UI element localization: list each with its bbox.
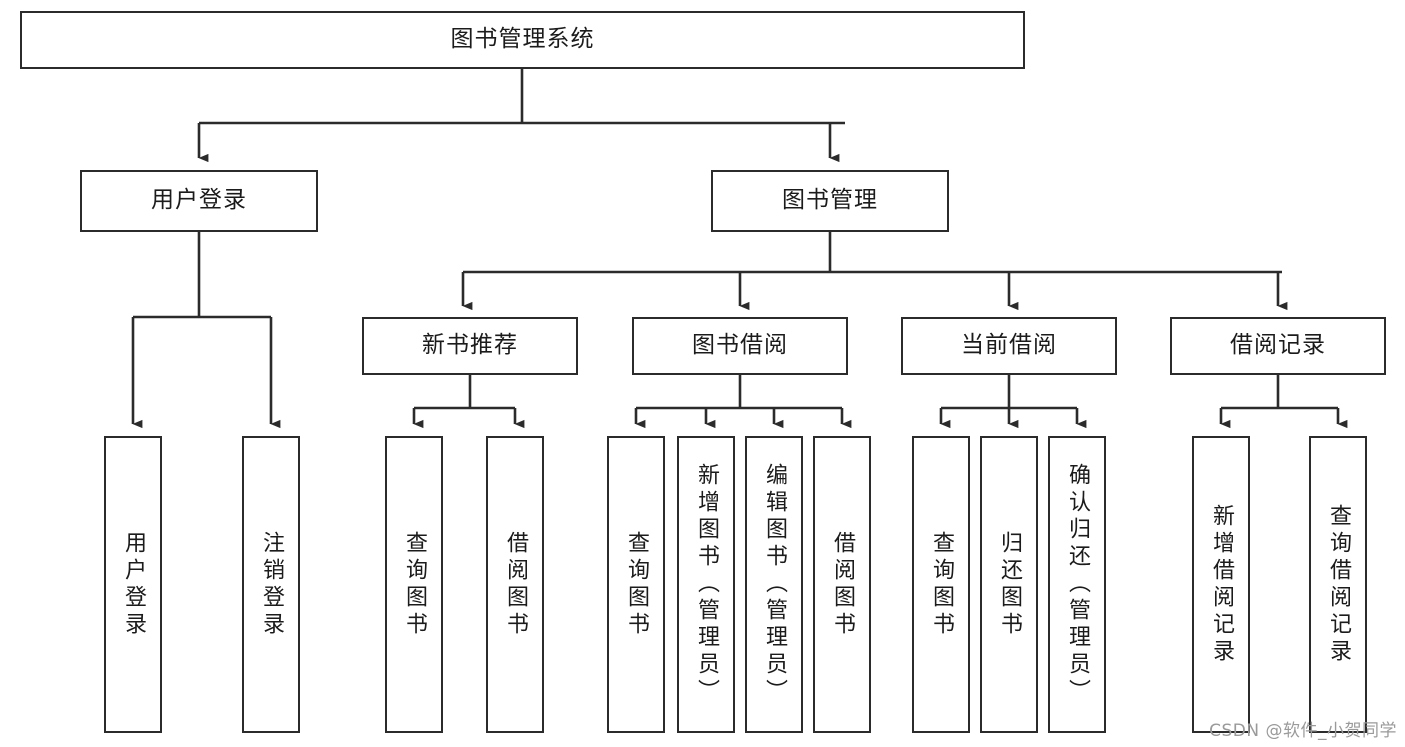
leaf-add-borrow-record[interactable]: 新增借阅记录 [1192, 436, 1250, 733]
leaf-return-book[interactable]: 归还图书 [980, 436, 1038, 733]
leaf-query-book-2[interactable]: 查询图书 [607, 436, 665, 733]
node-label: 查询图书 [623, 530, 649, 639]
node-label: 新增图书（管理员） [693, 463, 719, 706]
node-new-book-recommend[interactable]: 新书推荐 [362, 317, 578, 375]
node-book-management[interactable]: 图书管理 [711, 170, 949, 232]
node-user-login[interactable]: 用户登录 [80, 170, 318, 232]
leaf-add-book-admin[interactable]: 新增图书（管理员） [677, 436, 735, 733]
csdn-watermark: CSDN @软件_小贺同学 [1209, 721, 1397, 741]
leaf-query-book-3[interactable]: 查询图书 [912, 436, 970, 733]
node-label: 借阅记录 [1230, 332, 1326, 359]
node-label: 用户登录 [151, 187, 247, 214]
leaf-confirm-return-admin[interactable]: 确认归还（管理员） [1048, 436, 1106, 733]
node-label: 注销登录 [258, 530, 284, 639]
node-root-book-management-system[interactable]: 图书管理系统 [20, 11, 1025, 69]
node-label: 查询图书 [928, 530, 954, 639]
node-label: 新书推荐 [422, 332, 518, 359]
leaf-query-borrow-record[interactable]: 查询借阅记录 [1309, 436, 1367, 733]
leaf-borrow-book-2[interactable]: 借阅图书 [813, 436, 871, 733]
leaf-user-login[interactable]: 用户登录 [104, 436, 162, 733]
node-label: 图书管理系统 [450, 26, 595, 53]
node-label: 借阅图书 [829, 530, 855, 639]
leaf-edit-book-admin[interactable]: 编辑图书（管理员） [745, 436, 803, 733]
node-label: 图书管理 [782, 187, 878, 214]
node-label: 查询借阅记录 [1325, 503, 1351, 666]
node-book-borrow[interactable]: 图书借阅 [632, 317, 848, 375]
node-label: 图书借阅 [692, 332, 788, 359]
node-label: 借阅图书 [502, 530, 528, 639]
node-current-borrow[interactable]: 当前借阅 [901, 317, 1117, 375]
node-label: 编辑图书（管理员） [761, 463, 787, 706]
node-label: 用户登录 [120, 530, 146, 639]
node-label: 新增借阅记录 [1208, 503, 1234, 666]
node-label: 归还图书 [996, 530, 1022, 639]
node-label: 当前借阅 [961, 332, 1057, 359]
leaf-borrow-book-1[interactable]: 借阅图书 [486, 436, 544, 733]
node-borrow-record[interactable]: 借阅记录 [1170, 317, 1386, 375]
leaf-query-book-1[interactable]: 查询图书 [385, 436, 443, 733]
node-label: 查询图书 [401, 530, 427, 639]
leaf-logout-login[interactable]: 注销登录 [242, 436, 300, 733]
node-label: 确认归还（管理员） [1064, 463, 1090, 706]
